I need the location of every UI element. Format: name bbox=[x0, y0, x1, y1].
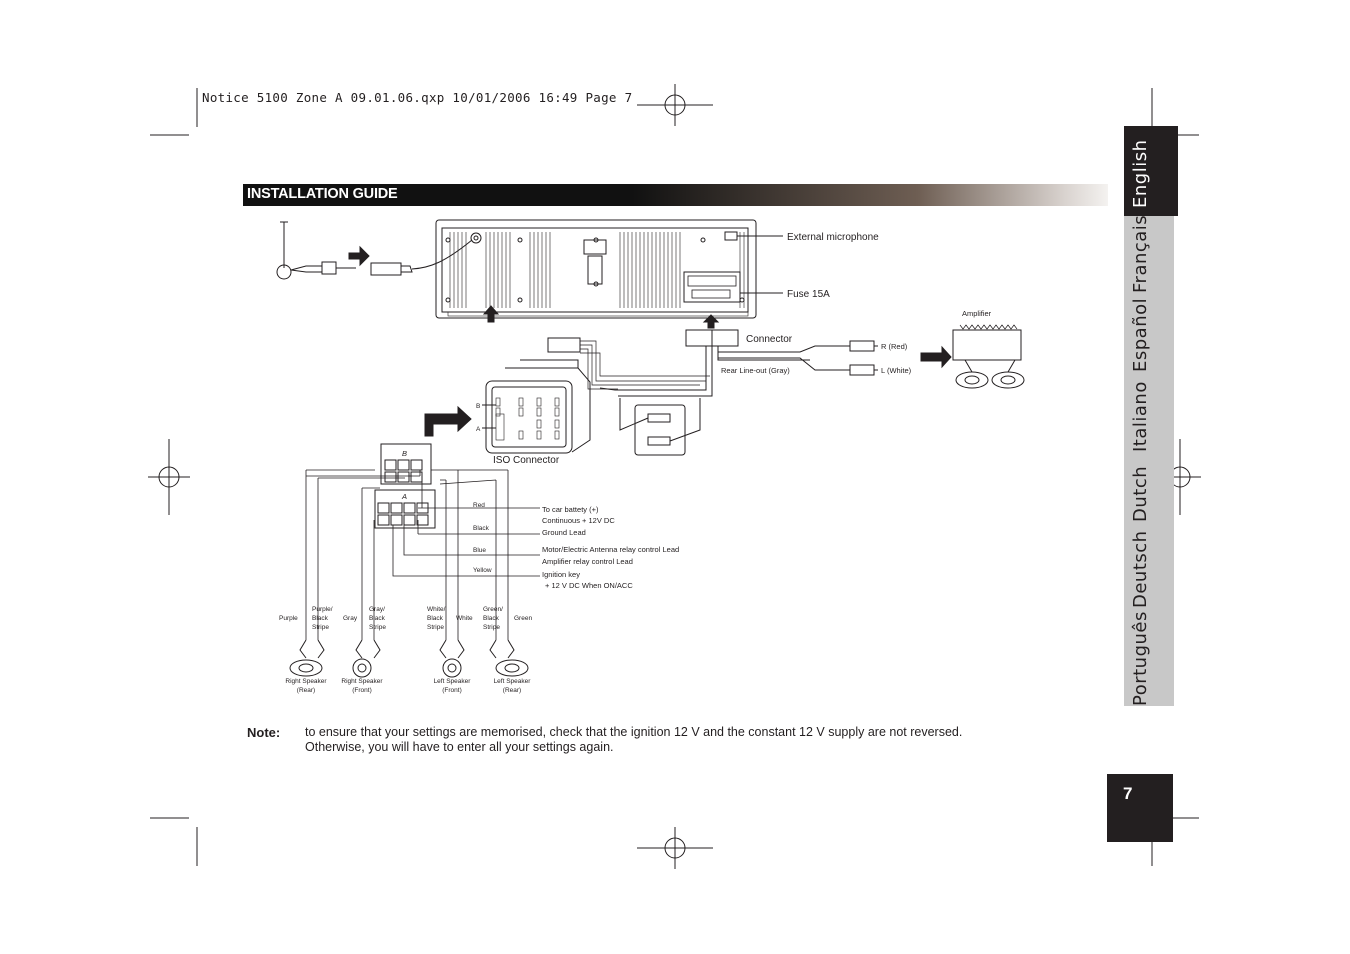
speaker-label: (Front) bbox=[352, 687, 372, 694]
speaker-wire-label: Black bbox=[427, 615, 444, 622]
speaker-wire-label: White bbox=[456, 615, 473, 622]
page-number: 7 bbox=[1123, 784, 1133, 803]
note-label: Note: bbox=[247, 725, 281, 740]
wire-blue: Blue bbox=[473, 547, 486, 554]
page-number-box bbox=[1107, 774, 1173, 842]
speaker-label: Left Speaker bbox=[434, 678, 472, 685]
speaker-wire-label: Black bbox=[369, 615, 386, 622]
speaker-wire-label: Green bbox=[514, 615, 532, 622]
speaker-label: (Front) bbox=[442, 687, 462, 694]
function-ground: Ground Lead bbox=[542, 528, 586, 537]
label-fuse: Fuse 15A bbox=[787, 289, 830, 300]
wire-red: Red bbox=[473, 502, 485, 509]
speaker-wire-label: Stripe bbox=[369, 624, 386, 631]
function-ignition-1: Ignition key bbox=[542, 570, 580, 579]
section-title: INSTALLATION GUIDE bbox=[247, 186, 398, 202]
label-external-microphone: External microphone bbox=[787, 232, 879, 243]
speaker-wire-label: Stripe bbox=[427, 624, 444, 631]
label-rear-line-out: Rear Line-out (Gray) bbox=[721, 366, 790, 375]
function-antenna: Motor/Electric Antenna relay control Lea… bbox=[542, 545, 679, 554]
power-leads bbox=[392, 482, 540, 577]
speaker-wire-label: Green/ bbox=[483, 606, 503, 613]
speaker-label: Right Speaker bbox=[341, 678, 383, 685]
head-unit-rear bbox=[435, 219, 783, 319]
iso-label-a: A bbox=[476, 426, 481, 433]
speaker-label: (Rear) bbox=[503, 687, 521, 694]
speaker-wire-label: Gray bbox=[343, 615, 358, 622]
speaker-icons bbox=[289, 639, 529, 678]
label-l-white: L (White) bbox=[881, 366, 912, 375]
language-active-tab bbox=[1124, 126, 1178, 216]
file-slug: Notice 5100 Zone A 09.01.06.qxp 10/01/20… bbox=[202, 90, 633, 105]
antenna-icon bbox=[276, 221, 473, 280]
language-strip bbox=[1124, 126, 1174, 706]
iso-connector bbox=[482, 337, 710, 454]
wire-black: Black bbox=[473, 525, 490, 532]
speaker-wire-label: Gray/ bbox=[369, 606, 385, 613]
function-ignition-2: + 12 V DC When ON/ACC bbox=[545, 581, 633, 590]
speaker-wire-label: Stripe bbox=[312, 624, 329, 631]
speaker-label: (Rear) bbox=[297, 687, 315, 694]
arrow-icons bbox=[348, 245, 952, 437]
plug-label-b: B bbox=[402, 449, 407, 458]
label-r-red: R (Red) bbox=[881, 342, 908, 351]
function-battery-2: Continuous + 12V DC bbox=[542, 516, 615, 525]
speaker-wire-label: Black bbox=[483, 615, 500, 622]
speaker-leads bbox=[305, 469, 509, 640]
wire-yellow: Yellow bbox=[473, 567, 492, 574]
plug-label-a: A bbox=[401, 492, 407, 501]
function-amp-relay: Amplifier relay control Lead bbox=[542, 557, 633, 566]
note-line-1: to ensure that your settings are memoris… bbox=[305, 725, 963, 739]
speaker-wire-label: Purple bbox=[279, 615, 298, 622]
label-amplifier: Amplifier bbox=[962, 309, 992, 318]
speaker-label: Left Speaker bbox=[494, 678, 532, 685]
speaker-label: Right Speaker bbox=[285, 678, 327, 685]
note-text: to ensure that your settings are memoris… bbox=[305, 725, 1005, 754]
note-line-2: Otherwise, you will have to enter all yo… bbox=[305, 739, 614, 754]
speaker-wire-label: Purple/ bbox=[312, 606, 333, 613]
function-battery-1: To car battety (+) bbox=[542, 505, 599, 514]
label-connector: Connector bbox=[746, 334, 793, 345]
amplifier-icon bbox=[952, 324, 1025, 389]
speaker-wire-label: Black bbox=[312, 615, 329, 622]
iso-label-b: B bbox=[476, 403, 480, 410]
plug-block-b bbox=[380, 443, 432, 485]
speaker-wire-label: Stripe bbox=[483, 624, 500, 631]
section-header-bar bbox=[243, 184, 1108, 206]
label-iso-connector: ISO Connector bbox=[493, 455, 560, 466]
speaker-wire-label: White/ bbox=[427, 606, 446, 613]
